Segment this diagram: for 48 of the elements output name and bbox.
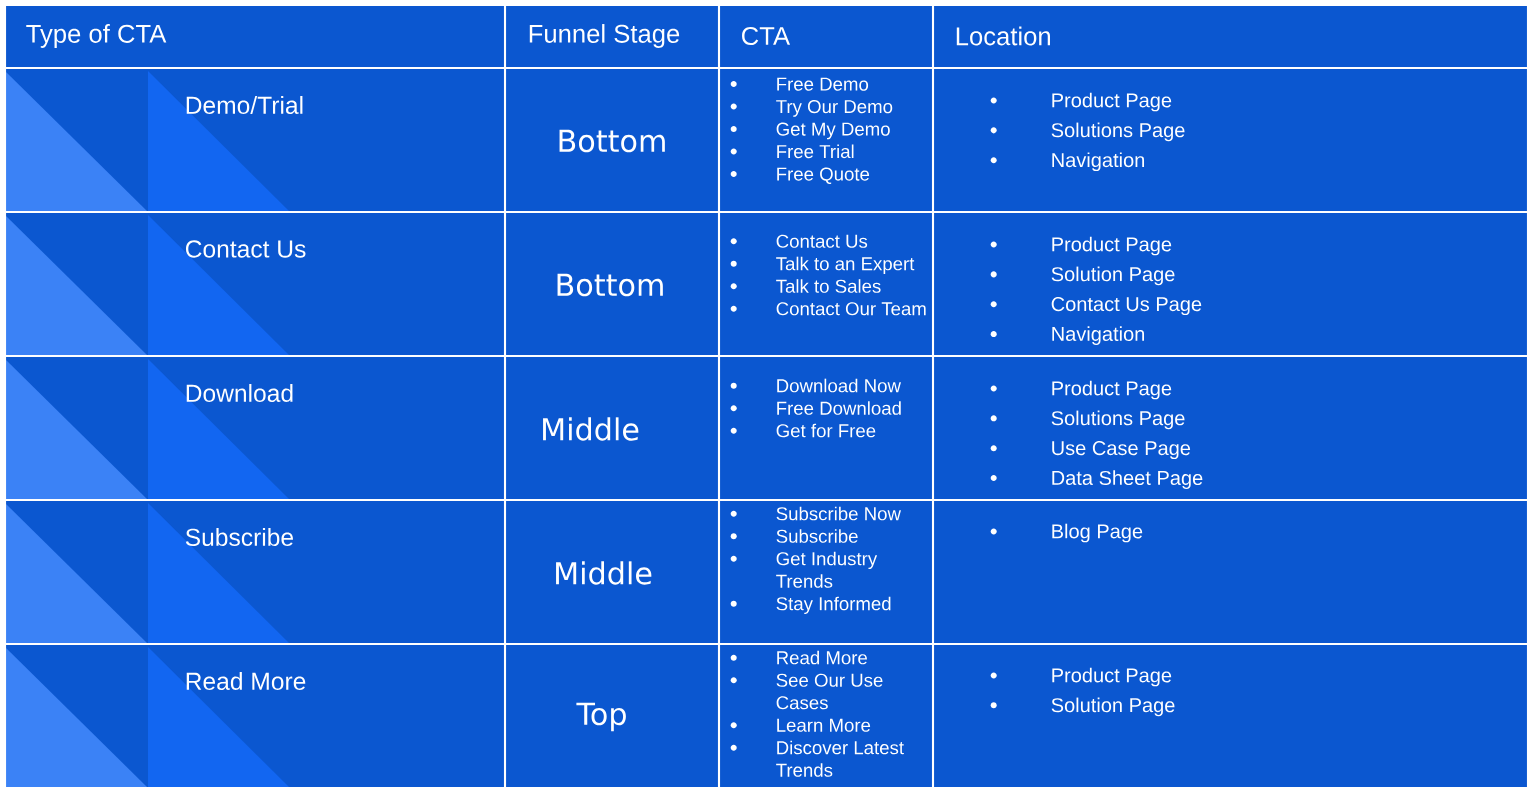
- cta-type: Contact Us: [186, 240, 306, 258]
- list-item: Talk to Sales: [776, 279, 881, 293]
- funnel-stage: Middle: [543, 417, 639, 441]
- list-item: Read More: [777, 650, 867, 665]
- column-header: CTA: [742, 26, 791, 46]
- column-header: Location: [956, 26, 1050, 46]
- list-item: Learn More: [777, 718, 871, 732]
- column-header: Funnel Stage: [529, 24, 680, 48]
- funnel-stage: Top: [576, 702, 626, 732]
- list-item: Free Quote: [777, 167, 870, 184]
- funnel-stage: Bottom: [559, 129, 665, 153]
- cta-type: Download: [186, 384, 293, 402]
- list-item: Talk to an Expert: [776, 256, 915, 275]
- cta-type: Demo/Trial: [186, 96, 303, 114]
- list-item: Get for Free: [776, 423, 876, 438]
- list-item: Data Sheet Page: [1052, 470, 1203, 489]
- list-item: Solution Page: [1051, 697, 1175, 717]
- list-item: Contact Us Page: [1051, 297, 1202, 316]
- cta-type: Read More: [186, 672, 306, 690]
- list-item: Product Page: [1052, 380, 1172, 400]
- list-item: Contact Our Team: [776, 302, 926, 316]
- list-item: Free Download: [777, 401, 901, 415]
- list-item: Solutions Page: [1051, 410, 1185, 430]
- list-item: Product Page: [1052, 92, 1172, 112]
- list-item: Solution Page: [1051, 266, 1175, 286]
- cta-type: Subscribe: [185, 528, 293, 546]
- list-item: Use Case Page: [1052, 441, 1191, 460]
- list-item: Free Trial: [777, 144, 854, 159]
- list-item: Product Page: [1052, 236, 1172, 256]
- funnel-stage: Middle: [556, 561, 652, 585]
- list-item: Stay Informed: [776, 596, 891, 615]
- list-item: Navigation: [1052, 152, 1144, 172]
- list-item: Try Our Demo: [776, 100, 893, 117]
- list-item: Discover Latest Trends: [776, 740, 904, 777]
- list-item: Get My Demo: [776, 122, 890, 140]
- list-item: Product Page: [1052, 667, 1172, 687]
- funnel-stage: Bottom: [557, 273, 663, 297]
- list-item: Get Industry Trends: [776, 551, 878, 588]
- column-header: Type of CTA: [26, 24, 167, 48]
- list-item: See Our Use Cases: [776, 673, 883, 710]
- list-item: Subscribe: [776, 529, 858, 543]
- list-item: Solutions Page: [1051, 122, 1185, 142]
- list-item: Download Now: [777, 378, 901, 393]
- list-item: Free Demo: [777, 77, 869, 91]
- list-item: Navigation: [1052, 326, 1144, 345]
- list-item: Contact Us: [776, 234, 868, 248]
- list-item: Subscribe Now: [776, 506, 901, 521]
- list-item: Blog Page: [1052, 523, 1143, 543]
